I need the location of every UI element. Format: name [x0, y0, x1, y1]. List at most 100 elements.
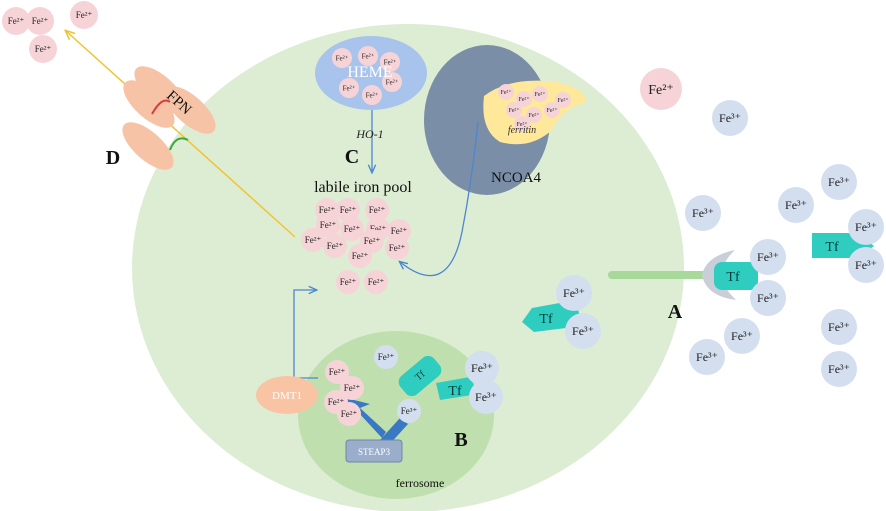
fe3-ion-cyto-1 — [556, 275, 592, 311]
ncoa4-label: NCOA4 — [491, 170, 542, 186]
fe2-ion-ferritin-5 — [506, 102, 522, 118]
fe2-ion-pool-1-label: Fe²⁺ — [319, 205, 336, 215]
fe3-ion-out-6-label: Fe³⁺ — [855, 258, 877, 272]
fpn-transporter — [122, 66, 216, 170]
fe2-ion-pool-14-label: Fe²⁺ — [368, 277, 385, 287]
fe2-ion-pool-13-label: Fe²⁺ — [340, 277, 357, 287]
fe2-ion-ferrosome-1-label: Fe²⁺ — [329, 367, 346, 377]
fe3-ion-ferrosome-1-label: Fe³⁺ — [378, 352, 395, 362]
fe2-ion-pool-6-label: Fe²⁺ — [370, 224, 387, 234]
steap3-box — [345, 439, 403, 463]
fe3-ion-out-4-label: Fe³⁺ — [692, 206, 714, 220]
fe2-ion-pool-8-label: Fe²⁺ — [305, 235, 322, 245]
transferrin-receptor-bound: Tf — [714, 262, 758, 290]
fe2-ion-pool-2 — [336, 198, 360, 222]
fe2-ion-heme-2-label: Fe²⁺ — [362, 52, 375, 60]
dmt1-import-arrow — [293, 290, 318, 379]
fe2-ion-pool-4-label: Fe²⁺ — [320, 220, 337, 230]
fe2-ion-out-4 — [70, 1, 98, 29]
fe2-ion-pool-2-label: Fe²⁺ — [340, 205, 357, 215]
fe3-ion-a-1 — [750, 239, 786, 275]
fe3-ion-ferrosome-1 — [374, 345, 398, 369]
fe2-ion-heme-6 — [382, 72, 402, 92]
fe2-ion-ferritin-3 — [532, 86, 548, 102]
fe2-ion-ferrosome-1 — [325, 360, 349, 384]
fe3-ion-out-8 — [689, 339, 725, 375]
fe2-ion-heme-4 — [339, 78, 359, 98]
heme-label: HEME — [347, 64, 392, 81]
fe2-ion-heme-3 — [380, 52, 400, 72]
fe2-ion-ferritin-6-label: Fe²⁺ — [529, 112, 540, 119]
fe2-ion-pool-10-label: Fe²⁺ — [364, 236, 381, 246]
fe3-ion-out-1-label: Fe³⁺ — [719, 111, 741, 125]
fe2-ion-heme-1-label: Fe²⁺ — [336, 54, 349, 62]
fe2-ion-ferritin-7 — [544, 102, 560, 118]
fe3-ion-out-10 — [821, 351, 857, 387]
fe3-ion-out-8-label: Fe³⁺ — [696, 350, 718, 364]
fe2-ion-ferritin-4-label: Fe²⁺ — [558, 97, 569, 104]
fe2-ion-ferritin-7-label: Fe²⁺ — [547, 107, 558, 114]
fe2-ion-ferrosome-4-label: Fe²⁺ — [341, 409, 358, 419]
fe3-ion-ferrosome-3-label: Fe³⁺ — [471, 361, 493, 375]
fe2-ion-out-1 — [2, 7, 30, 35]
letter-b: B — [454, 429, 467, 451]
dmt1-transporter — [256, 376, 318, 414]
tf-label-f2: Tf — [448, 384, 462, 399]
fe2-ion-ferrosome-2 — [340, 376, 364, 400]
fe2-ion-ferritin-8 — [514, 116, 530, 132]
fe3-ion-ferrosome-4 — [469, 380, 503, 414]
fe2-ion-heme-5 — [362, 85, 382, 105]
fe3-ion-out-6 — [848, 247, 884, 283]
iron-ions: Fe²⁺Fe²⁺Fe²⁺Fe²⁺Fe²⁺Fe³⁺Fe³⁺Fe³⁺Fe³⁺Fe³⁺… — [2, 1, 884, 426]
letter-d: D — [106, 147, 120, 169]
fe2-ion-ferritin-6 — [526, 107, 542, 123]
fe2-ion-heme-1 — [332, 48, 352, 68]
tf-label-cyto: Tf — [539, 312, 553, 327]
fe2-ion-pool-7-label: Fe²⁺ — [391, 226, 408, 236]
tf-label-a: Tf — [726, 270, 740, 285]
ferrosome-label: ferrosome — [396, 476, 445, 490]
steap3-arrow-arm — [380, 418, 408, 446]
fe2-ion-out-2 — [26, 7, 54, 35]
fe3-ion-out-2-label: Fe³⁺ — [828, 175, 850, 189]
fe3-ion-ferrosome-3 — [465, 351, 499, 385]
transferrin-ferrosome-1: Tf — [398, 355, 442, 397]
fe3-ion-cyto-2 — [565, 313, 601, 349]
fe3-ion-ferrosome-2-label: Fe³⁺ — [401, 406, 418, 416]
fe2-ion-ferritin-3-label: Fe²⁺ — [535, 91, 546, 98]
fe3-ion-out-5-label: Fe³⁺ — [855, 220, 877, 234]
fe2-ion-pool-12 — [348, 244, 372, 268]
export-arrow — [66, 31, 296, 238]
fe3-ion-a-1-label: Fe³⁺ — [757, 250, 779, 264]
fe2-ion-pool-11 — [385, 236, 409, 260]
fe2-ion-pool-9 — [323, 234, 347, 258]
ncoa4-release-arrow — [400, 121, 479, 277]
fe2-ion-heme-4-label: Fe²⁺ — [343, 84, 356, 92]
fe2-ion-ferritin-1 — [498, 84, 514, 100]
ho1-label: HO-1 — [355, 127, 383, 141]
fe3-ion-a-2 — [750, 280, 786, 316]
fe2-ion-pool-4 — [316, 213, 340, 237]
fe2-ion-pool-5-label: Fe²⁺ — [344, 224, 361, 234]
fe2-ion-ferrosome-3-label: Fe²⁺ — [328, 397, 345, 407]
fe2-ion-out-1-label: Fe²⁺ — [8, 16, 25, 26]
fe3-ion-out-9-label: Fe³⁺ — [828, 320, 850, 334]
fe2-ion-heme-6-label: Fe²⁺ — [386, 78, 399, 86]
fe2-ion-ferritin-8-label: Fe²⁺ — [517, 121, 528, 128]
fe3-ion-out-9 — [821, 309, 857, 345]
fe2-ion-heme-3-label: Fe²⁺ — [384, 58, 397, 66]
fe2-ion-out-4-label: Fe²⁺ — [76, 10, 93, 20]
labile-iron-pool-label: labile iron pool — [314, 179, 412, 196]
fe2-ion-ferritin-1-label: Fe²⁺ — [501, 89, 512, 96]
fe3-ion-out-10-label: Fe³⁺ — [828, 362, 850, 376]
fe2-ion-ferritin-5-label: Fe²⁺ — [509, 107, 520, 114]
fe2-ion-pool-14 — [364, 270, 388, 294]
fe3-ion-ferrosome-4-label: Fe³⁺ — [475, 390, 497, 404]
fe2-ion-ferrosome-2-label: Fe²⁺ — [344, 383, 361, 393]
steap3-label: STEAP3 — [358, 447, 391, 457]
fe2-ion-out-2-label: Fe²⁺ — [32, 16, 49, 26]
fe3-ion-out-2 — [821, 164, 857, 200]
fe2-ion-pool-11-label: Fe²⁺ — [389, 243, 406, 253]
